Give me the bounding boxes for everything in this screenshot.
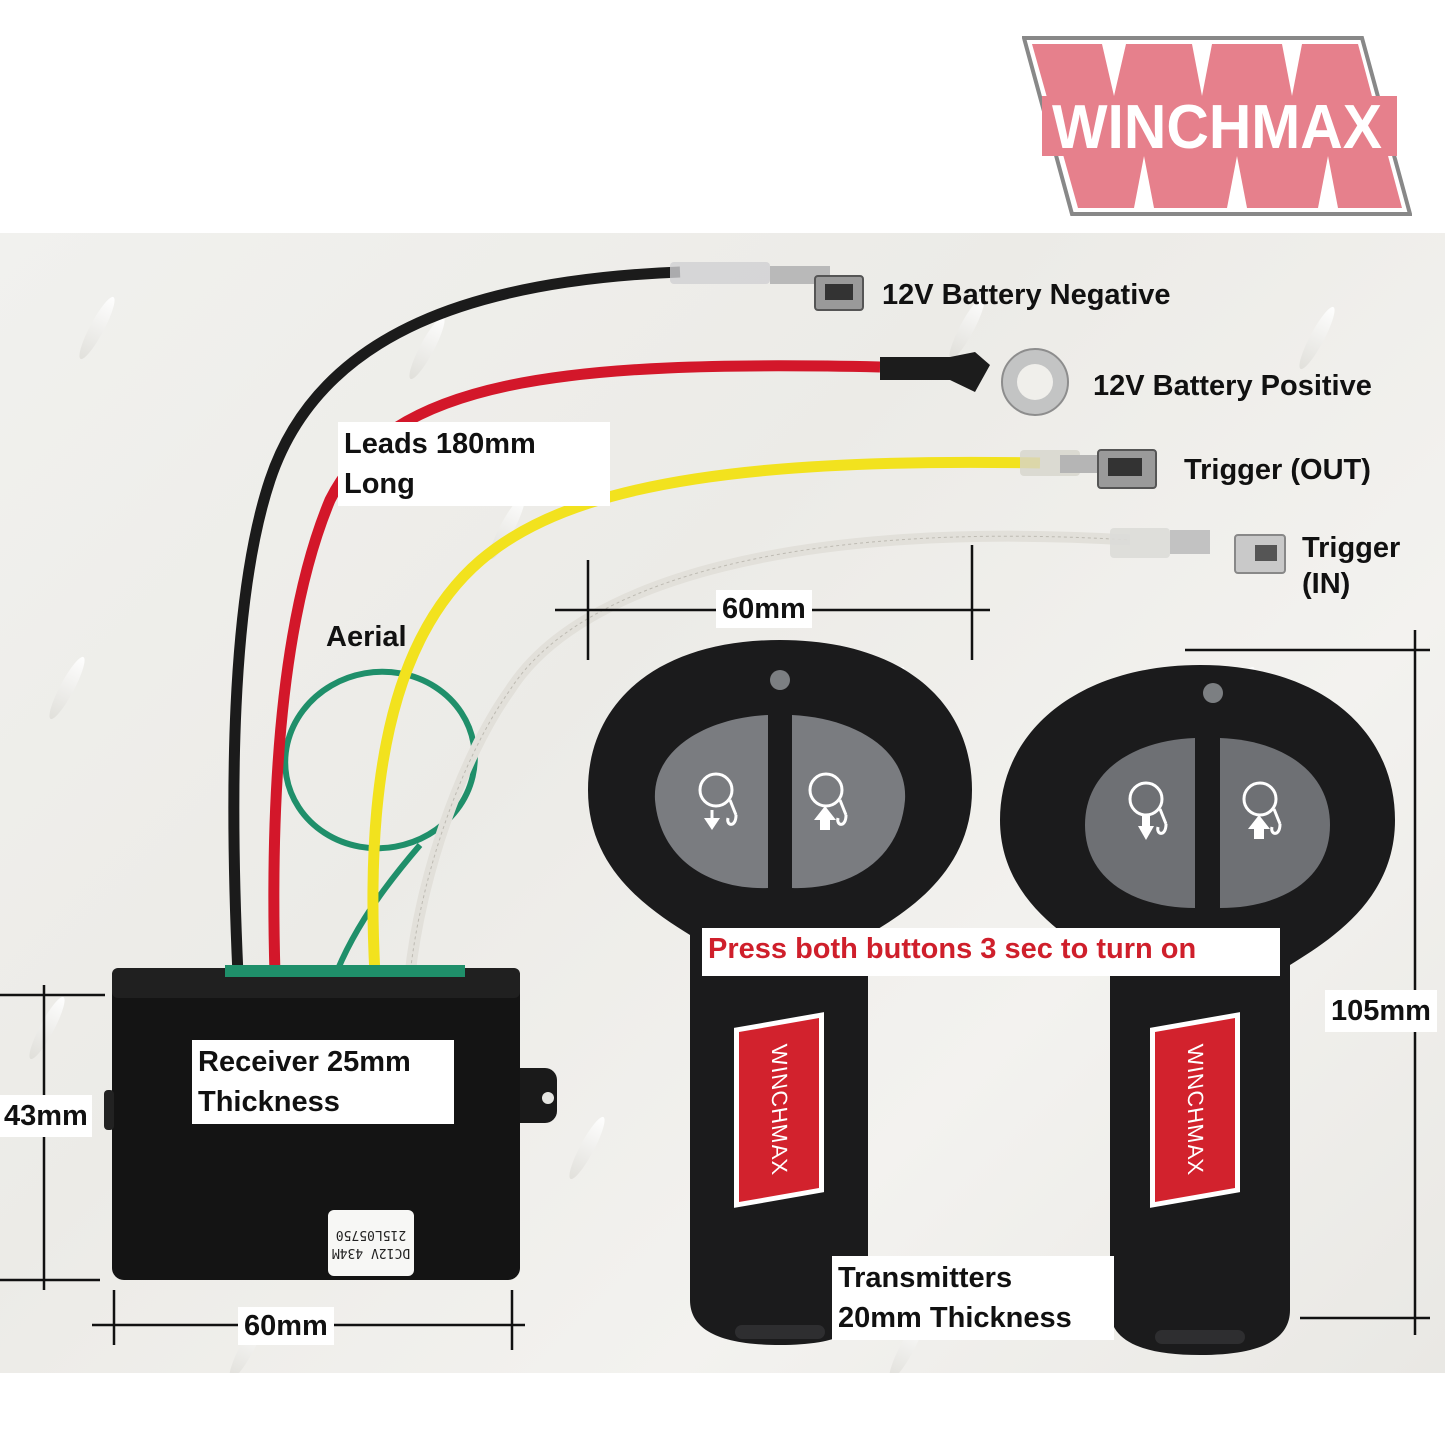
label-receiver-thickness: Receiver 25mm Thickness	[192, 1040, 454, 1124]
red-wire	[268, 360, 881, 976]
winchmax-logo: WINCHMAX	[1021, 36, 1413, 216]
label-transmitters-thickness: Transmitters 20mm Thickness	[832, 1256, 1114, 1340]
trigger-in-spade-terminal	[1110, 528, 1286, 574]
label-trigger-out: Trigger (OUT)	[1184, 454, 1371, 486]
label-battery-negative: 12V Battery Negative	[882, 279, 1171, 311]
transmitter-remote-2	[1000, 665, 1395, 1355]
label-leads-length: Leads 180mm Long	[338, 422, 610, 506]
positive-ring-terminal	[880, 348, 1069, 416]
winchmax-logo-graphic: WINCHMAX	[1021, 36, 1413, 216]
winch-out-arrow-down-icon	[1128, 781, 1168, 840]
winch-in-arrow-up-icon	[808, 772, 848, 830]
label-instruction: Press both buttons 3 sec to turn on	[702, 928, 1280, 976]
label-transmitter-width: 60mm	[716, 590, 812, 628]
label-trigger-in-line-2: (IN)	[1302, 568, 1351, 600]
remote-1-logo: WINCHMAX	[734, 1012, 824, 1208]
label-receiver-width: 60mm	[238, 1307, 334, 1345]
negative-spade-terminal	[670, 262, 864, 311]
label-transmitters-line-1: Transmitters	[838, 1262, 1013, 1294]
label-leads-line-2: Long	[344, 468, 415, 500]
trigger-out-spade-terminal	[1020, 449, 1157, 489]
receiver-serial-sticker: DC12V 434M 215L05750	[328, 1210, 414, 1276]
label-transmitter-height: 105mm	[1325, 990, 1437, 1032]
label-trigger-in-line-1: Trigger	[1302, 532, 1401, 564]
label-receiver-line-1: Receiver 25mm	[198, 1046, 411, 1078]
label-trigger-in: Trigger (IN)	[1302, 530, 1400, 602]
yellow-wire	[367, 456, 1041, 976]
winchmax-logo-text: WINCHMAX	[1052, 93, 1382, 162]
label-transmitters-line-2: 20mm Thickness	[838, 1302, 1072, 1334]
sticker-line-1: DC12V 434M	[331, 1245, 411, 1260]
remote-2-logo: WINCHMAX	[1150, 1012, 1240, 1208]
black-wire	[228, 266, 681, 976]
label-receiver-height: 43mm	[0, 1095, 92, 1137]
sticker-line-2: 215L05750	[335, 1227, 407, 1242]
winch-out-arrow-down-icon	[698, 772, 738, 830]
winch-in-arrow-up-icon	[1242, 781, 1282, 839]
label-receiver-line-2: Thickness	[198, 1086, 340, 1118]
transmitter-remote-1	[588, 640, 972, 1345]
remote-1-logo-text: WINCHMAX	[767, 1042, 792, 1178]
label-aerial: Aerial	[326, 621, 407, 653]
remote-2-logo-text: WINCHMAX	[1183, 1042, 1208, 1178]
label-leads-line-1: Leads 180mm	[344, 428, 536, 460]
label-battery-positive: 12V Battery Positive	[1093, 370, 1372, 402]
